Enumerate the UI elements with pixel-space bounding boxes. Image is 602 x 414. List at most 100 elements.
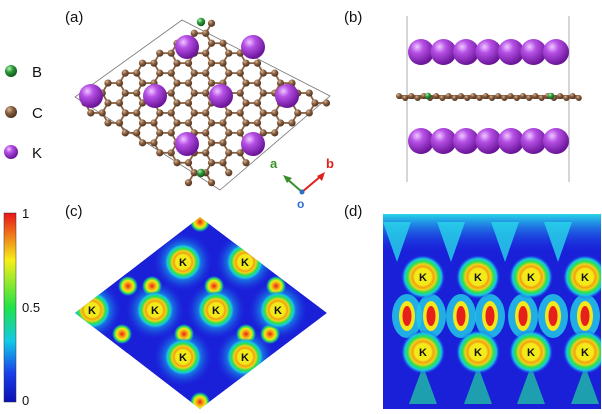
potassium-atom xyxy=(453,39,479,65)
potassium-core xyxy=(237,254,253,270)
potassium-atom xyxy=(520,39,547,65)
potassium-site-label: K xyxy=(241,257,249,269)
carbon-atom xyxy=(207,59,216,67)
potassium-layer-top xyxy=(408,39,569,65)
lattice-axes: a b o xyxy=(270,156,334,211)
potassium-site-label: K xyxy=(151,305,159,317)
potassium-core xyxy=(523,344,539,360)
carbon-atom xyxy=(167,69,175,77)
carbon-density-core xyxy=(580,306,590,326)
carbon-atom xyxy=(133,69,141,77)
carbon-atom xyxy=(98,109,106,117)
carbon-atom xyxy=(121,109,129,117)
potassium-atom xyxy=(430,39,457,65)
carbon-atom xyxy=(476,95,483,101)
carbon-atom xyxy=(202,129,210,137)
potassium-core xyxy=(415,269,431,285)
carbon-atom xyxy=(104,79,112,87)
legend-boron-marker xyxy=(5,65,17,77)
carbon-atom xyxy=(190,89,198,97)
carbon-atom xyxy=(225,169,233,177)
carbon-atom xyxy=(451,95,458,101)
carbon-density-spot xyxy=(204,276,224,296)
potassium-atom xyxy=(430,128,457,154)
carbon-density-core xyxy=(548,306,558,326)
carbon-atom xyxy=(236,89,244,97)
carbon-atom xyxy=(439,95,446,101)
potassium-site-label: K xyxy=(474,347,482,359)
carbon-density-spot xyxy=(142,276,162,296)
panel-d-top-glow xyxy=(383,214,601,252)
axis-origin-marker xyxy=(299,189,305,195)
potassium-site-label: K xyxy=(179,352,187,364)
density-lobe xyxy=(491,222,519,262)
potassium-core xyxy=(415,344,431,360)
carbon-atom xyxy=(121,89,129,97)
boron-atom xyxy=(196,168,206,178)
carbon-atom xyxy=(414,95,421,101)
potassium-core xyxy=(270,302,286,318)
carbon-atom xyxy=(202,29,210,37)
carbon-atom xyxy=(202,109,210,117)
carbon-atom xyxy=(253,99,262,107)
carbon-atom xyxy=(133,109,141,117)
legend-potassium-marker xyxy=(4,145,18,159)
potassium-atom xyxy=(543,128,569,154)
potassium-site-label: K xyxy=(581,272,589,284)
carbon-atom xyxy=(225,49,233,57)
carbon-atom xyxy=(489,95,495,101)
carbon-atom xyxy=(167,49,175,57)
carbon-density-spot xyxy=(260,324,280,344)
carbon-atom xyxy=(507,93,514,99)
potassium-core xyxy=(523,269,539,285)
carbon-atom xyxy=(242,59,250,67)
potassium-site-label: K xyxy=(212,305,220,317)
carbon-atom xyxy=(253,119,262,127)
carbon-atom xyxy=(184,59,193,67)
carbon-atom xyxy=(225,149,233,157)
boron-atom xyxy=(196,17,206,27)
carbon-atom xyxy=(532,93,539,99)
potassium-atom xyxy=(475,128,502,154)
carbon-atom xyxy=(138,79,147,87)
potassium-atom xyxy=(275,84,299,108)
carbon-atom xyxy=(173,59,181,67)
carbon-atom xyxy=(184,159,193,167)
carbon-atom xyxy=(408,93,415,99)
potassium-atom xyxy=(475,39,502,65)
carbon-atom xyxy=(207,19,216,27)
carbon-atom xyxy=(190,69,198,77)
panel-b-side-view xyxy=(396,16,582,182)
potassium-atom xyxy=(453,128,479,154)
graphene-layer-side xyxy=(396,92,582,101)
potassium-core xyxy=(84,302,100,318)
carbon-atom xyxy=(253,59,262,67)
carbon-atom xyxy=(575,95,582,101)
carbon-atom xyxy=(190,109,198,117)
carbon-atom xyxy=(190,29,198,37)
carbon-atom xyxy=(276,119,285,127)
potassium-site-label: K xyxy=(179,257,187,269)
legend-label-c: C xyxy=(32,105,43,122)
potassium-site-label: K xyxy=(88,305,96,317)
legend-label-k: K xyxy=(32,145,42,162)
carbon-atom xyxy=(294,109,302,117)
carbon-density-spot xyxy=(118,276,138,296)
carbon-density-core xyxy=(485,306,495,326)
carbon-atom xyxy=(104,119,112,127)
potassium-atom xyxy=(175,132,199,156)
potassium-site-label: K xyxy=(241,352,249,364)
carbon-atom xyxy=(184,79,193,87)
carbon-atom xyxy=(236,109,244,117)
carbon-atom xyxy=(402,95,409,101)
colorbar-tick-0: 0 xyxy=(22,393,29,408)
carbon-atom xyxy=(501,95,508,101)
carbon-atom xyxy=(253,79,262,87)
unit-cell-outline xyxy=(74,19,331,191)
axis-label-a: a xyxy=(270,156,278,171)
legend-item-k: K xyxy=(4,145,42,162)
potassium-core xyxy=(147,302,163,318)
carbon-atom xyxy=(167,89,175,97)
colorbar-gradient xyxy=(3,212,17,403)
